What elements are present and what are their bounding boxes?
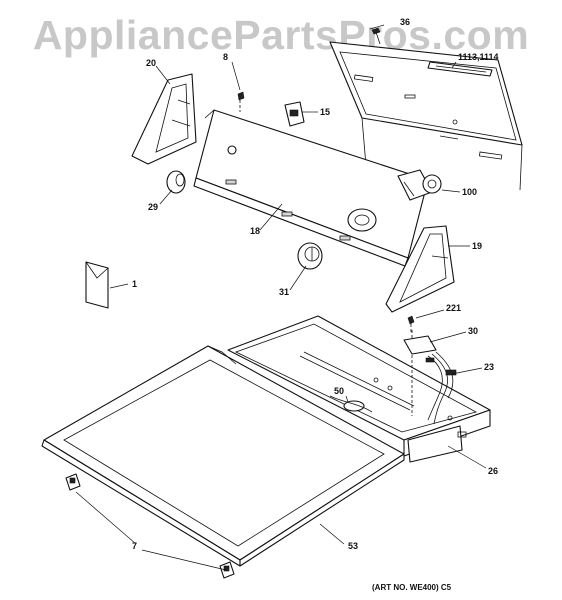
callout-1: 1 bbox=[132, 279, 138, 289]
bracket-30 bbox=[403, 335, 437, 355]
control-console bbox=[193, 109, 429, 267]
callout-53: 53 bbox=[348, 541, 359, 551]
callout-1113: 1113,1114 bbox=[458, 52, 499, 62]
callout-29: 29 bbox=[148, 202, 159, 212]
knob-29 bbox=[166, 170, 186, 194]
hinge-7-front bbox=[65, 473, 81, 491]
literature-envelope bbox=[85, 261, 109, 309]
callout-26: 26 bbox=[488, 466, 499, 476]
screw-221 bbox=[407, 315, 415, 332]
cabinet-top-frame bbox=[227, 315, 491, 463]
callout-18: 18 bbox=[250, 226, 261, 236]
callout-50: 50 bbox=[334, 386, 345, 396]
callout-7: 7 bbox=[132, 541, 138, 551]
callout-8: 8 bbox=[223, 52, 229, 62]
end-cap-right bbox=[385, 225, 455, 313]
leader-lines bbox=[75, 24, 487, 571]
callout-31: 31 bbox=[279, 287, 290, 297]
watermark-logo: AppliancePartsPros.com bbox=[32, 12, 530, 58]
timer-100 bbox=[397, 169, 442, 201]
trim-strip bbox=[427, 61, 493, 77]
hinge-7-rear bbox=[219, 561, 235, 579]
callout-20: 20 bbox=[146, 58, 157, 68]
wire-harness-23 bbox=[425, 351, 457, 425]
switch-15 bbox=[284, 101, 305, 127]
callout-30: 30 bbox=[468, 326, 479, 336]
callout-23: 23 bbox=[484, 362, 495, 372]
art-number: (ART NO. WE400) C5 bbox=[372, 583, 452, 592]
callout-19: 19 bbox=[472, 241, 483, 251]
callout-221: 221 bbox=[446, 303, 462, 313]
callout-15: 15 bbox=[320, 107, 331, 117]
knob-31 bbox=[297, 242, 323, 270]
harness-clip-50 bbox=[329, 395, 373, 413]
end-cap-left bbox=[131, 73, 197, 165]
screw-36 bbox=[371, 27, 381, 45]
callout-36: 36 bbox=[400, 17, 411, 27]
callout-100: 100 bbox=[462, 187, 478, 197]
screw-8 bbox=[237, 91, 245, 112]
